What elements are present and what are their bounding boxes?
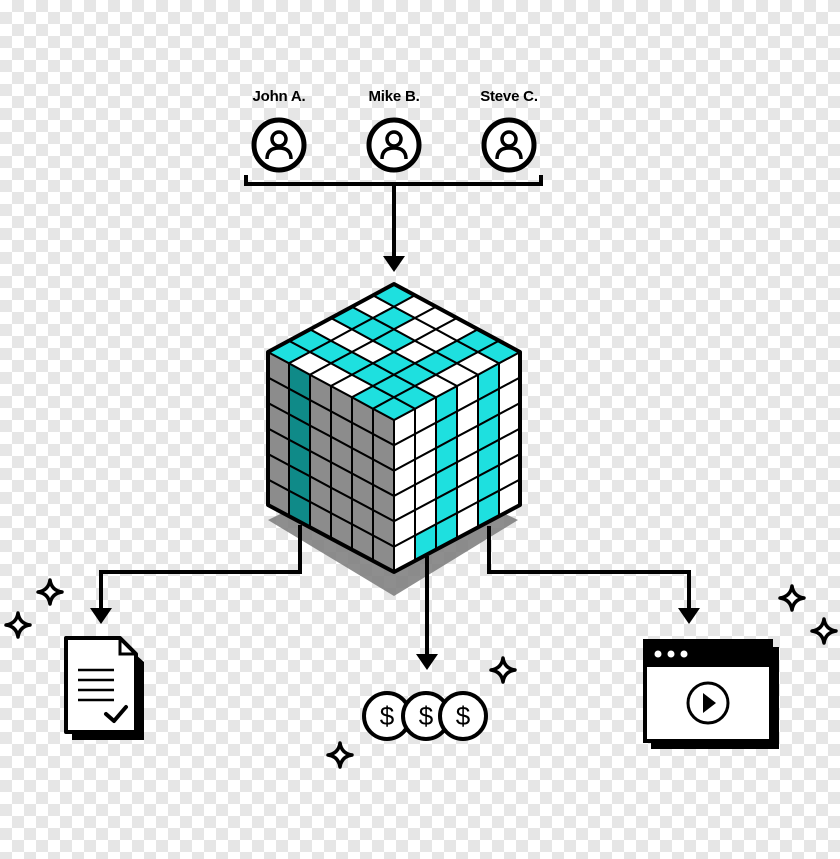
people-bracket	[244, 175, 543, 186]
data-cube	[265, 282, 523, 574]
person-avatar-john	[254, 120, 304, 170]
sparkle-icon-4	[326, 741, 354, 769]
person-icon	[484, 120, 534, 170]
sparkle-icon-6	[810, 617, 838, 645]
connector-to-document	[99, 525, 302, 610]
connector-to-video-head	[678, 608, 700, 624]
window-dot-2	[667, 650, 675, 658]
coins-icon	[362, 691, 488, 741]
arrow-to-cube-head	[383, 256, 405, 272]
connector-to-coins-head	[416, 654, 438, 670]
sparkle-icon-2	[4, 611, 32, 639]
connector-to-video	[487, 526, 691, 610]
cube-left-face	[267, 350, 395, 574]
person-label-2: Mike B.	[368, 88, 420, 105]
person-label-3: Steve C.	[480, 88, 538, 105]
person-icon	[369, 120, 419, 170]
sparkle-icon-5	[778, 584, 806, 612]
window-dot-1	[654, 650, 662, 658]
window-dot-3	[680, 650, 688, 658]
document-check-icon	[64, 636, 144, 740]
sparkle-icon-3	[489, 656, 517, 684]
coin-3	[438, 691, 488, 741]
cube-right-face	[393, 350, 521, 574]
connector-to-document-head	[90, 608, 112, 624]
video-player-icon	[643, 639, 779, 749]
person-icon	[254, 120, 304, 170]
person-label-1: John A.	[252, 88, 306, 105]
cube-outline	[266, 282, 522, 574]
person-avatar-steve	[484, 120, 534, 170]
person-avatar-mike	[369, 120, 419, 170]
sparkle-icon-1	[36, 578, 64, 606]
